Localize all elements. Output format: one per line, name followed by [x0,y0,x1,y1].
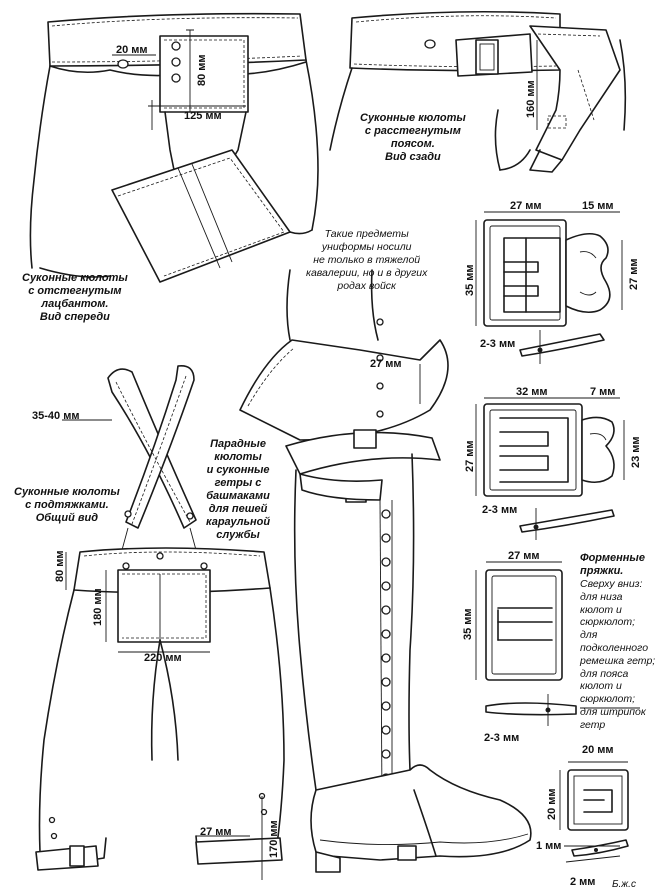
dim-b2-thickness: 2-3 мм [482,504,518,516]
buckle-2 [483,403,615,533]
caption-suspenders: Суконные кюлоты с подтяжками. Общий вид [14,486,120,524]
buckle-4 [567,769,629,857]
dim-20mm-top: 20 мм [116,44,148,56]
dim-27mm-bottom: 27 мм [200,826,232,838]
breeches-back-view [329,10,627,173]
dim-b4-height: 20 мм [546,788,558,820]
buckles-title: Форменные [580,552,645,564]
dimension-lines [62,29,628,880]
buckles-list: Сверху вниз: для низа кюлот и сюркюлот; … [580,578,656,731]
dim-strap: 35-40 мм [32,410,80,422]
dim-b2-tab: 7 мм [590,386,616,398]
dim-80mm-top: 80 мм [196,54,208,86]
dim-170mm: 170 мм [268,820,280,858]
dim-80mm-mid: 80 мм [54,550,66,582]
caption-back-view: Суконные кюлоты с расстегнутым поясом. В… [360,112,466,163]
dim-b4-t2: 2 мм [570,876,596,888]
dim-b4-width: 20 мм [582,744,614,756]
dim-b3-height: 35 мм [462,608,474,640]
dim-b2-height: 27 мм [464,440,476,472]
caption-front-view: Суконные кюлоты с отстегнутым лацбантом.… [22,272,128,323]
dim-b1-height2: 27 мм [628,258,640,290]
buckle-1 [483,219,611,357]
dim-180mm: 180 мм [92,588,104,626]
dim-b1-height: 35 мм [464,264,476,296]
breeches-front-view [29,12,319,283]
dim-b1-width: 27 мм [510,200,542,212]
note-text: Такие предметы униформы носили не только… [306,228,428,292]
dim-b1-thickness: 2-3 мм [480,338,516,350]
caption-parade: Парадные кюлоты и суконные гетры с башма… [206,438,271,541]
buckle-3 [485,569,640,716]
dim-b1-tab: 15 мм [582,200,614,212]
dim-b3-width: 27 мм [508,550,540,562]
suspenders [107,364,197,551]
breeches-with-suspenders [35,547,285,871]
dim-b3-thickness: 2-3 мм [484,732,520,744]
buckles-title-2: пряжки. [580,565,624,577]
dim-b2-height2: 23 мм [630,436,642,468]
dim-220mm: 220 мм [144,652,182,664]
dim-b2-width: 32 мм [516,386,548,398]
dim-160mm: 160 мм [525,80,537,118]
artist-signature: Б.ж.с [612,879,636,890]
dim-gaiter-27mm: 27 мм [370,358,402,370]
dim-b4-t1: 1 мм [536,840,562,852]
dim-125mm: 125 мм [184,110,222,122]
gaiter-leg [239,269,532,873]
